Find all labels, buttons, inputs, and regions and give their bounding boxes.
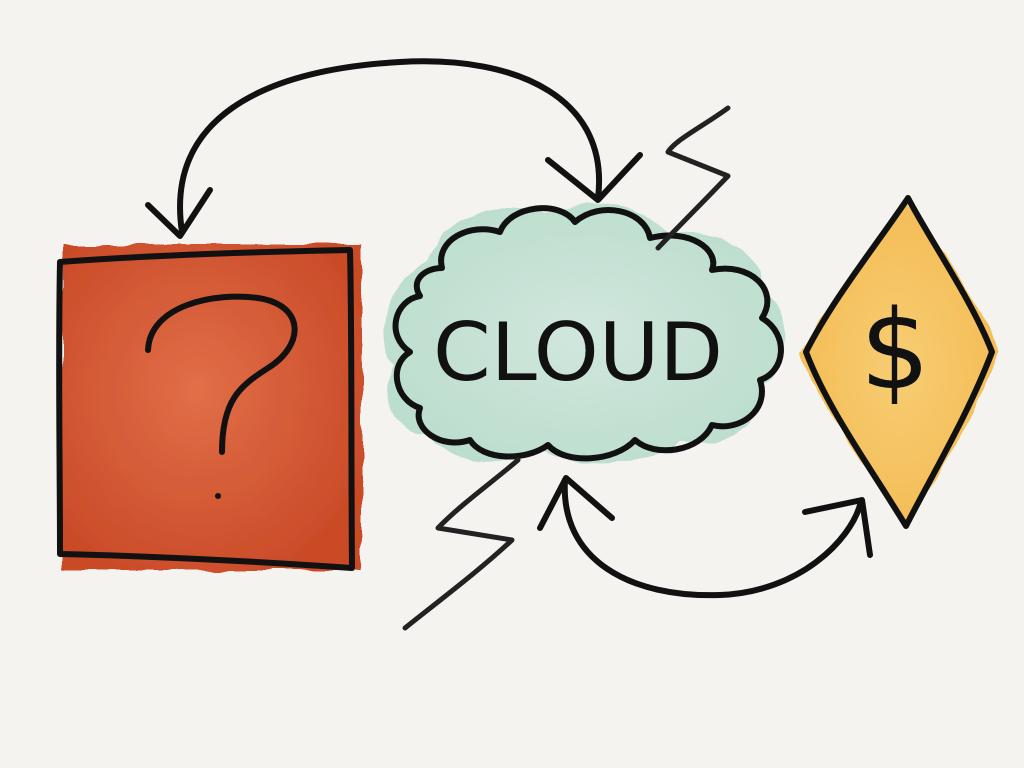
arrow-top <box>145 58 643 239</box>
lightning-bolt-bottom-icon <box>402 457 521 631</box>
money-node: $ <box>800 195 998 529</box>
money-node-outline <box>803 195 995 529</box>
arrow-bottom <box>537 475 873 599</box>
arrow-bottom-curve <box>561 477 863 599</box>
dollar-sign-icon: $ <box>860 286 930 414</box>
arrow-bottom-head-left <box>537 475 615 531</box>
question-mark-icon <box>145 293 298 455</box>
arrow-top-curve <box>177 58 603 235</box>
arrow-top-head-right <box>545 152 643 203</box>
unknown-node-wash <box>62 244 362 570</box>
question-mark-dot <box>215 493 221 499</box>
arrow-top-head-left <box>145 187 213 239</box>
cloud-node-wash <box>384 203 787 464</box>
cloud-node: CLOUD <box>384 203 787 464</box>
unknown-node-outline <box>56 247 355 571</box>
unknown-node <box>56 244 362 571</box>
arrow-bottom-head-right <box>802 497 873 558</box>
lightning-bolt-top-icon <box>655 105 731 251</box>
cloud-label: CLOUD <box>433 306 723 399</box>
cloud-node-outline <box>392 205 784 462</box>
